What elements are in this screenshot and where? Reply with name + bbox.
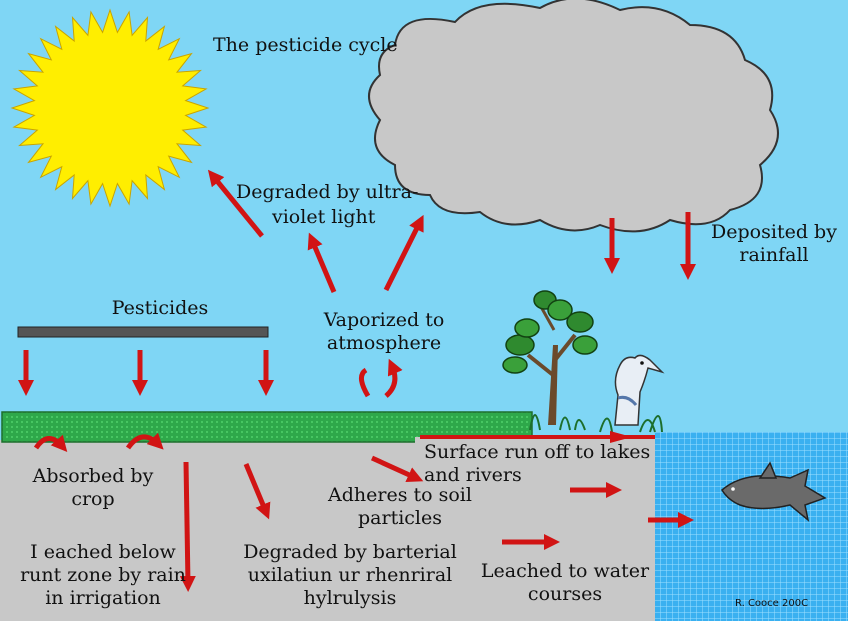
degraded-bacterial-label-1: Degraded by barterial: [243, 541, 457, 563]
surface-runoff-label-1: Surface run off to lakes: [424, 441, 651, 463]
arrow-vapor-2: [383, 214, 424, 292]
curve-absorb-1: [33, 434, 68, 453]
leached-below-label-1: I eached below: [30, 541, 176, 563]
surface-runoff-label-2: and rivers: [424, 464, 522, 486]
deposited-label-1: Deposited by: [711, 221, 837, 243]
degraded-uv-label-2: violet light: [272, 206, 376, 228]
soil: [0, 440, 660, 621]
leached-water-label-1: Leached to water: [480, 560, 650, 582]
vaporized-label-1: Vaporized to: [323, 309, 445, 331]
absorbed-label-1: Absorbed by: [32, 465, 154, 487]
sun-icon: [10, 8, 210, 208]
curve-absorb-2: [125, 432, 164, 450]
pesticides-label: Pesticides: [111, 297, 209, 319]
degraded-bacterial-label-2: uxilatiun ur rhenriral: [247, 564, 453, 586]
tree-icon: [502, 290, 598, 431]
degraded-uv-label-1: Degraded by ultra-: [236, 181, 419, 203]
diagram-title: The pesticide cycle: [213, 34, 398, 56]
surface-runoff-arrowhead: [610, 431, 632, 443]
arrow-leach-below: [179, 461, 196, 592]
arrow-degrade-bact: [243, 463, 271, 520]
riverbank: [415, 437, 660, 443]
adheres-label-1: Adheres to soil: [328, 484, 472, 506]
curve-vapor-loop: [359, 366, 394, 398]
arrow-vapor-1: [307, 232, 337, 293]
spray-boom: [17, 326, 269, 338]
heron-icon: [599, 354, 665, 433]
degraded-bacterial-label-3: hylrulysis: [303, 587, 397, 609]
water-body: [655, 432, 848, 621]
arrow-adhere: [370, 455, 424, 482]
shark-icon: [721, 461, 827, 522]
leached-below-label-2: runt zone by rain: [20, 564, 186, 586]
leached-water-label-2: courses: [527, 583, 603, 605]
vaporized-label-2: atmosphere: [326, 332, 442, 354]
deposited-label-2: rainfall: [739, 244, 809, 266]
arrows-group: [17, 169, 697, 592]
arrow-to-sun: [207, 169, 264, 238]
adheres-label-2: particles: [358, 507, 442, 529]
cloud-icon: [368, 0, 779, 233]
leached-below-label-3: in irrigation: [45, 587, 161, 609]
credit-text: R. Cooce 200C: [735, 598, 809, 609]
absorbed-label-2: crop: [71, 488, 115, 510]
